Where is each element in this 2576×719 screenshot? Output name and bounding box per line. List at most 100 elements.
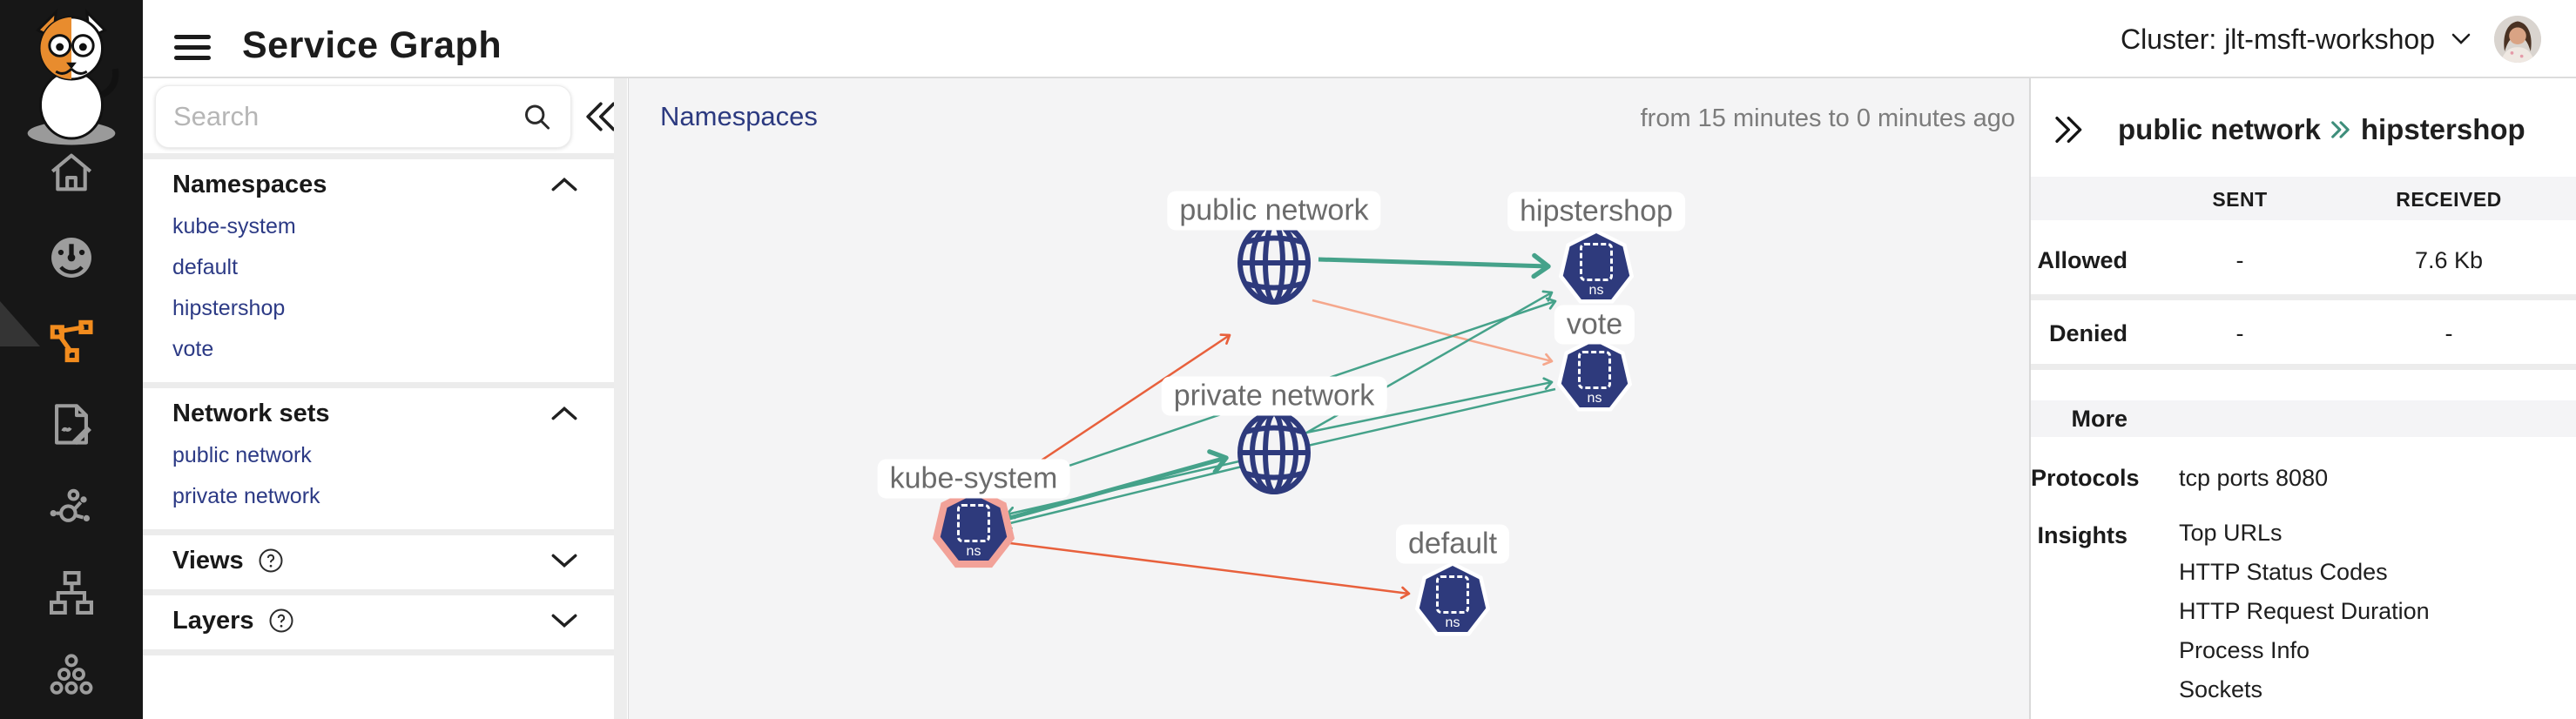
breadcrumb-source[interactable]: public network xyxy=(2118,113,2321,145)
divider xyxy=(143,153,616,159)
section-title: Network sets xyxy=(172,399,330,427)
node-halo: ns xyxy=(932,487,1015,568)
section-header[interactable]: Namespaces xyxy=(143,168,616,201)
row-label: Denied xyxy=(2048,320,2128,346)
section-header[interactable]: Layers xyxy=(143,604,616,637)
nav-service-graph[interactable] xyxy=(44,315,99,371)
sidebar-item-hipstershop[interactable]: hipstershop xyxy=(172,296,286,320)
table-header-row: SENT RECEIVED xyxy=(2031,177,2576,220)
chevron-down-icon[interactable] xyxy=(550,612,579,629)
graph-edge-private-network-to-vote[interactable] xyxy=(1305,377,1554,434)
more-title: More xyxy=(2071,406,2128,432)
dashboard-icon xyxy=(51,238,91,278)
graph-edge-kube-system-to-default[interactable] xyxy=(1009,541,1411,600)
nav-home[interactable] xyxy=(44,144,99,200)
graph-node-public-network[interactable] xyxy=(1236,219,1312,306)
service-graph-icon xyxy=(50,319,93,363)
help-icon[interactable] xyxy=(258,548,284,574)
nav-flows[interactable] xyxy=(44,482,99,538)
avatar-photo xyxy=(2494,16,2541,63)
section-header[interactable]: Network sets xyxy=(143,397,616,430)
sidebar-item-vote[interactable]: vote xyxy=(172,337,214,361)
graph-edge-private-network-to-kube-system[interactable] xyxy=(1001,465,1243,530)
insight-item: HTTP Request Duration xyxy=(2179,598,2430,624)
graph-node-private-network[interactable] xyxy=(1236,409,1312,496)
graph-node-label-vote[interactable]: vote xyxy=(1554,305,1635,345)
graph-edge-public-network-to-hipstershop[interactable] xyxy=(1318,252,1551,279)
graph-node-kube-system[interactable]: ns xyxy=(932,487,1015,572)
user-avatar[interactable] xyxy=(2494,16,2541,63)
cluster-selector[interactable]: Cluster: jlt-msft-workshop xyxy=(2121,24,2471,56)
search-icon[interactable] xyxy=(521,99,553,134)
node-halo: ns xyxy=(1556,337,1633,412)
graph-edge-public-network-to-vote[interactable] xyxy=(1312,299,1554,366)
sidebar-item-public-network[interactable]: public network xyxy=(172,443,312,467)
nav-dashboard[interactable] xyxy=(44,230,99,286)
chevron-down-icon xyxy=(2451,33,2471,44)
active-nav-notch xyxy=(0,301,40,346)
namespace-glyph xyxy=(1436,575,1469,614)
chevron-up-icon[interactable] xyxy=(550,405,579,422)
row-label: Allowed xyxy=(2037,247,2128,273)
sidebar-item-default[interactable]: default xyxy=(172,255,239,279)
nav-clusters[interactable] xyxy=(44,648,99,704)
insight-item: HTTP Status Codes xyxy=(2179,559,2388,585)
graph-node-label-kube-system[interactable]: kube-system xyxy=(877,459,1070,499)
section-title: Views xyxy=(172,546,244,575)
home-icon xyxy=(51,153,92,192)
graph-node-label-default[interactable]: default xyxy=(1395,524,1510,564)
collapse-sidebar-icon[interactable] xyxy=(580,97,618,136)
ns-badge: ns xyxy=(1445,615,1460,630)
nav-hierarchy[interactable] xyxy=(44,565,99,621)
divider xyxy=(2031,294,2576,300)
sidebar-item-kube-system[interactable]: kube-system xyxy=(172,214,296,239)
sidebar-section-layers: Layers xyxy=(143,595,616,655)
details-panel: public network hipstershop SENT RECEIVED… xyxy=(2029,78,2576,719)
expand-panel-icon[interactable] xyxy=(2052,112,2088,147)
ns-badge: ns xyxy=(1587,391,1602,406)
graph-node-label-hipstershop[interactable]: hipstershop xyxy=(1507,192,1685,232)
time-range-label: from 15 minutes to 0 minutes ago xyxy=(1640,104,2015,132)
node-halo: ns xyxy=(1558,229,1635,304)
allowed-sent-value: - xyxy=(2235,247,2244,273)
breadcrumb-target[interactable]: hipstershop xyxy=(2360,113,2525,145)
divider xyxy=(2031,364,2576,370)
sidebar-scrollbar[interactable] xyxy=(614,78,627,719)
sidebar-sections: Namespaces kube-system default hipstershop v… xyxy=(143,159,616,655)
sidebar-item-private-network[interactable]: private network xyxy=(172,484,320,508)
calico-cat-logo xyxy=(27,9,119,145)
section-title: Layers xyxy=(172,606,254,635)
reports-icon xyxy=(55,404,91,445)
hamburger-menu-icon[interactable] xyxy=(174,35,211,61)
namespace-glyph xyxy=(1578,351,1611,389)
namespace-hexagon-icon: ns xyxy=(1562,233,1630,299)
search-input[interactable] xyxy=(173,101,521,132)
breadcrumb: public network hipstershop xyxy=(2118,113,2525,146)
view-label: Namespaces xyxy=(660,101,818,131)
graph-node-default[interactable]: ns xyxy=(1414,561,1491,640)
protocols-value: tcp ports 8080 xyxy=(2179,465,2329,491)
sidebar-section-views: Views xyxy=(143,535,616,595)
primary-nav xyxy=(0,0,143,719)
top-bar: Service Graph Cluster: jlt-msft-workshop xyxy=(143,0,2576,78)
insight-item: Top URLs xyxy=(2179,520,2283,546)
service-graph-canvas[interactable]: Namespaces from 15 minutes to 0 minutes … xyxy=(629,78,2029,719)
chevron-down-icon[interactable] xyxy=(550,552,579,569)
graph-node-label-public-network[interactable]: public network xyxy=(1167,191,1381,231)
protocols-label: Protocols xyxy=(2031,465,2140,491)
graph-node-vote[interactable]: ns xyxy=(1556,337,1633,415)
graph-node-label-private-network[interactable]: private network xyxy=(1161,376,1387,416)
nav-reports[interactable] xyxy=(44,397,99,453)
section-header[interactable]: Views xyxy=(143,544,616,577)
chevron-up-icon[interactable] xyxy=(550,176,579,193)
graph-node-hipstershop[interactable]: ns xyxy=(1558,229,1635,307)
insights-label: Insights xyxy=(2037,522,2128,548)
network-globe-icon xyxy=(1237,221,1311,305)
help-icon[interactable] xyxy=(268,608,294,634)
graph-filter-sidebar: Namespaces kube-system default hipstershop v… xyxy=(143,78,629,719)
search-box xyxy=(155,85,571,148)
network-globe-icon xyxy=(1237,411,1311,494)
insight-item: Sockets xyxy=(2179,676,2263,702)
ns-badge: ns xyxy=(966,544,981,559)
